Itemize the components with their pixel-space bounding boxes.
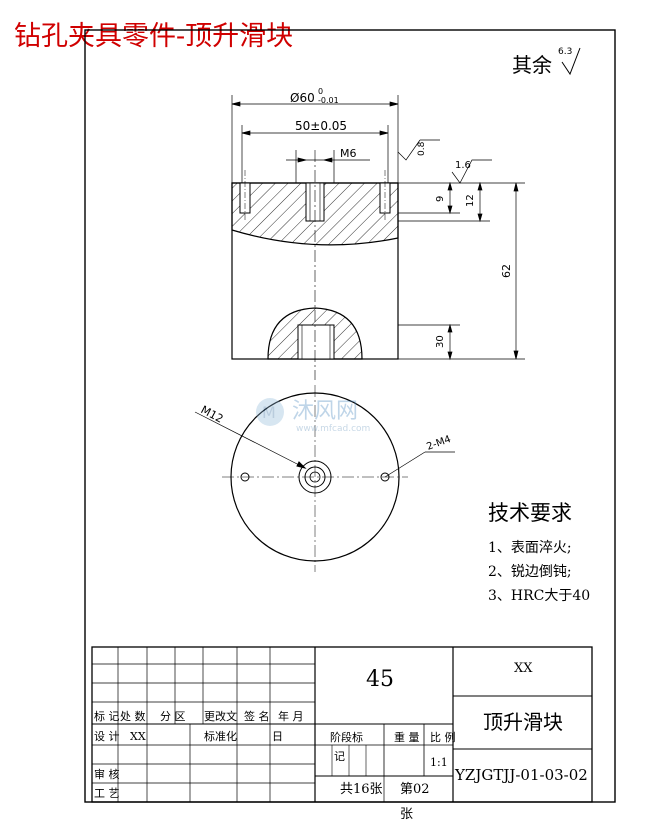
- tech-item-3: 3、HRC大于40: [488, 588, 590, 604]
- dim-d60: Ø60: [290, 91, 315, 105]
- tb-drawing-no: YZJGTJJ-01-03-02: [454, 766, 588, 784]
- dim-h9: 9: [435, 196, 446, 202]
- watermark-url: www.mfcad.com: [296, 424, 370, 434]
- tb-sheet-unit: 张: [400, 807, 413, 822]
- dim-m4: 2-M4: [425, 434, 452, 453]
- tb-h-zone: 分 区: [160, 710, 186, 723]
- tech-title: 技术要求: [488, 501, 572, 525]
- svg-text:6.3: 6.3: [558, 47, 572, 57]
- tech-item-2: 2、锐边倒钝;: [488, 564, 572, 580]
- dim-r16: 1.6: [455, 160, 471, 171]
- dim-h30: 30: [435, 335, 446, 348]
- tb-weight-label: 重 量: [394, 730, 420, 744]
- title-block: [91, 646, 593, 803]
- dim-d60-lower: -0.01: [318, 96, 339, 105]
- tb-org: XX: [514, 661, 533, 676]
- tb-h-change: 更改文: [204, 709, 237, 723]
- svg-text:M: M: [262, 403, 276, 422]
- tb-part-name: 顶升滑块: [483, 710, 563, 734]
- tb-process: 工 艺: [94, 787, 120, 800]
- dim-h12: 12: [465, 194, 476, 207]
- dim-r08: 0.8: [417, 141, 427, 156]
- tb-review: 审 核: [94, 767, 120, 781]
- tb-design-name: XX: [130, 730, 146, 743]
- tb-material: 45: [366, 667, 394, 692]
- tb-sheet-no: 第02: [400, 782, 430, 797]
- tb-stage-label: 阶段标: [330, 730, 363, 744]
- svg-text:其余: 其余: [512, 53, 552, 77]
- top-view: [194, 385, 455, 572]
- tb-design-label: 设 计: [94, 730, 120, 743]
- tech-requirements: 技术要求 1、表面淬火; 2、锐边倒钝; 3、HRC大于40: [488, 501, 590, 604]
- tb-h-date: 年 月: [278, 709, 304, 723]
- dim-h62: 62: [500, 264, 513, 278]
- tech-item-1: 1、表面淬火;: [488, 540, 572, 556]
- tb-h-sign: 签 名: [244, 709, 270, 723]
- dim-d60-upper: 0: [318, 87, 323, 96]
- front-dimensions: [231, 95, 525, 361]
- tb-std: 标准化: [204, 729, 237, 743]
- dim-m6: M6: [340, 147, 357, 160]
- tb-h-mark: 标 记: [94, 709, 120, 723]
- watermark-brand: 沐风网: [292, 399, 358, 424]
- dim-m12: M12: [199, 403, 226, 426]
- tb-scale-label: 比 例: [430, 730, 456, 744]
- tb-sheets: 共16张: [340, 782, 383, 797]
- front-view: [231, 150, 399, 380]
- tb-h-count: 处 数: [120, 710, 146, 723]
- tb-scale-value: 1:1: [430, 756, 448, 769]
- roughness-note: 其余 6.3: [512, 47, 581, 77]
- title-block-text: 45 XX 顶升滑块 YZJGTJJ-01-03-02 标 记 处 数 分 区 …: [94, 661, 588, 822]
- dim-d50: 50±0.05: [295, 119, 347, 133]
- page-title: 钻孔夹具零件-顶升滑块: [14, 21, 293, 52]
- front-dimension-text: Ø60 0 -0.01 50±0.05 M6 0.8 1.6 9 12 62 3…: [290, 87, 513, 348]
- tb-day: 日: [272, 730, 283, 743]
- tb-stage-mark: 记: [334, 750, 345, 763]
- watermark: M 沐风网 www.mfcad.com: [256, 398, 370, 434]
